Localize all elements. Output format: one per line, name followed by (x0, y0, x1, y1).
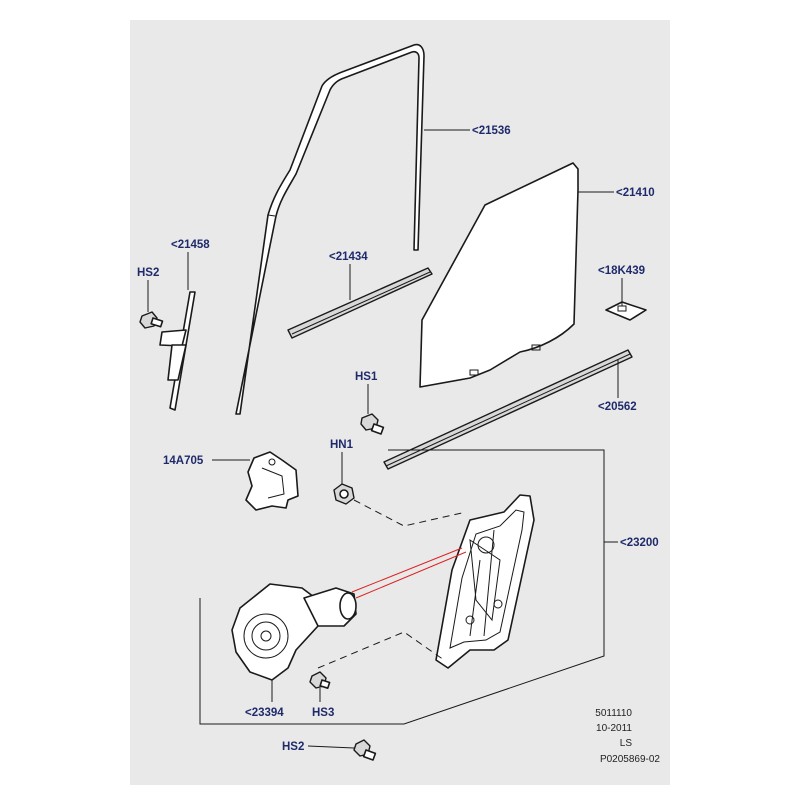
assembly-group-frame (199, 449, 605, 725)
red-line-b (355, 551, 467, 599)
part-14A705-bracket (245, 451, 299, 511)
dash-line-upper (353, 499, 467, 527)
callout-21458: <21458 (171, 239, 210, 251)
part-21458-division-bar (159, 291, 196, 411)
callout-18K439: <18K439 (598, 265, 645, 277)
meta-flag: LS (620, 738, 633, 749)
part-21434-belt-weatherstrip (287, 267, 433, 339)
callout-21410: <21410 (616, 187, 655, 199)
callout-14A705: 14A705 (163, 455, 204, 467)
callout-23394: <23394 (245, 707, 284, 719)
part-20562-belt-moulding (383, 349, 633, 470)
callout-21434: <21434 (329, 251, 368, 263)
callout-23200: <23200 (620, 537, 659, 549)
callout-20562: <20562 (598, 401, 637, 413)
diagram-canvas (130, 20, 670, 785)
callout-hs2-upper: HS2 (137, 267, 159, 279)
red-line-a (351, 547, 463, 593)
meta-ref: P0205869-02 (600, 754, 660, 765)
bolt-hs3 (309, 671, 331, 689)
part-21536-run-channel (235, 43, 425, 415)
bolt-hs1 (360, 413, 385, 435)
nut-hn1 (333, 483, 355, 505)
bolt-hs2-upper (139, 311, 164, 329)
meta-date: 10-2011 (596, 723, 632, 734)
callout-hs1: HS1 (355, 371, 378, 383)
callout-hn1: HN1 (330, 439, 354, 451)
part-21410-door-glass (419, 162, 579, 388)
callout-21536: <21536 (472, 125, 511, 137)
callout-hs3: HS3 (312, 707, 334, 719)
meta-code: 5011110 (595, 708, 632, 719)
dash-line-lower (317, 631, 445, 669)
part-18K439-pad (605, 301, 647, 321)
part-23394-motor (231, 583, 357, 681)
part-23200-window-regulator (435, 494, 535, 669)
bolt-hs2-lower (353, 739, 377, 761)
callout-hs2-lower: HS2 (282, 741, 304, 753)
